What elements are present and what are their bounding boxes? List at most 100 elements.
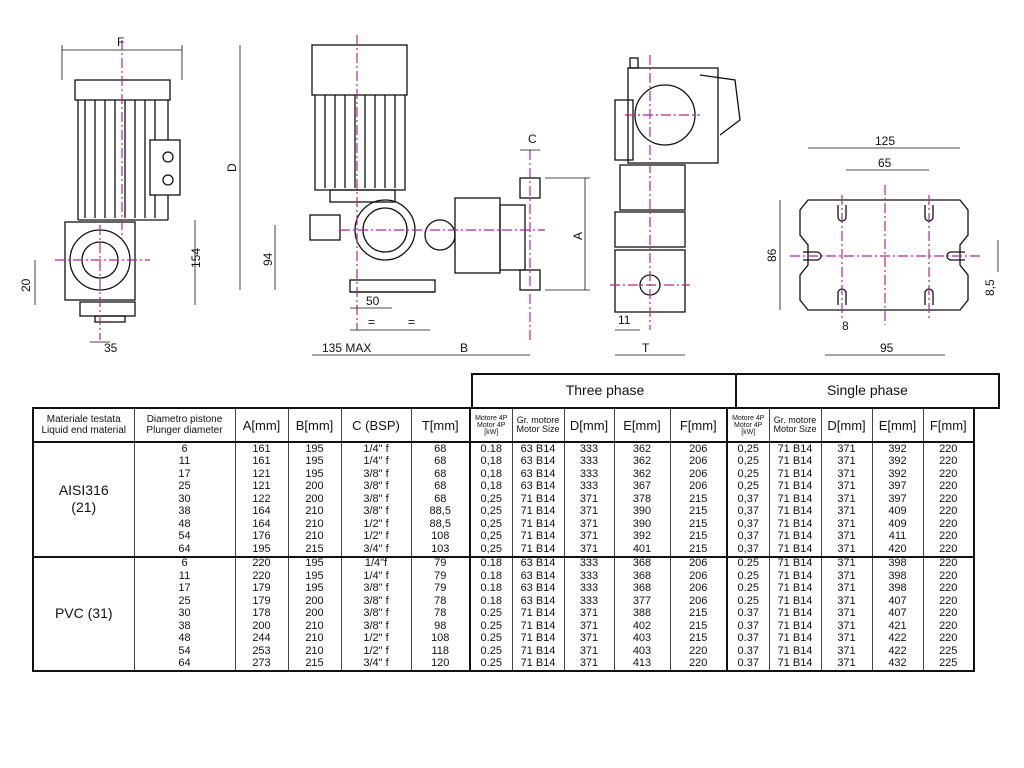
cell-e-mm-3ph: 367: [613, 480, 671, 493]
cell-e-mm-3ph: 368: [613, 582, 671, 595]
cell-a-mm: 121: [234, 468, 289, 481]
cell-motor-size-3ph: 71 B14: [511, 632, 565, 645]
cell-c-bsp: 3/8" f: [340, 468, 412, 481]
cell-f-mm-3ph: 206: [669, 582, 728, 595]
cell-b-mm: 210: [287, 645, 342, 658]
cell-f-mm-1ph: 220: [922, 518, 975, 531]
cell-d-mm-1ph: 371: [820, 570, 873, 583]
cell-motor-kw-3ph: 0.18: [469, 441, 513, 456]
cell-motor-size-1ph: 71 B14: [768, 645, 822, 658]
cell-a-mm: 161: [234, 441, 289, 456]
cell-motor-size-3ph: 71 B14: [511, 530, 565, 543]
cell-motor-size-3ph: 71 B14: [511, 493, 565, 506]
cell-f-mm-1ph: 220: [922, 455, 975, 468]
cell-d-mm-1ph: 371: [820, 480, 873, 493]
cell-e-mm-1ph: 392: [871, 468, 924, 481]
material-cell: AISI316(21): [32, 441, 135, 557]
cell-d-mm-1ph: 371: [820, 620, 873, 633]
cell-d-mm-3ph: 371: [563, 543, 615, 557]
cell-d-mm-3ph: 333: [563, 570, 615, 583]
cell-a-mm: 178: [234, 607, 289, 620]
cell-d-mm-3ph: 371: [563, 493, 615, 506]
cell-motor-size-3ph: 63 B14: [511, 455, 565, 468]
cell-diameter: 11: [133, 455, 236, 468]
cell-diameter: 30: [133, 607, 236, 620]
cell-d-mm-3ph: 371: [563, 505, 615, 518]
cell-motor-size-3ph: 63 B14: [511, 595, 565, 608]
cell-b-mm: 215: [287, 657, 342, 671]
cell-motor-kw-3ph: 0,25: [469, 493, 513, 506]
motor-size-header-1ph: Gr. motore Motor Size: [768, 407, 822, 443]
dim-eq-1: =: [368, 315, 375, 329]
motor-kw-header-3ph: Motore 4P Motor 4P [kW]: [469, 407, 513, 443]
cell-e-mm-1ph: 411: [871, 530, 924, 543]
cell-c-bsp: 1/4" f: [340, 455, 412, 468]
cell-d-mm-3ph: 333: [563, 480, 615, 493]
cell-t-mm: 68: [410, 493, 471, 506]
cell-motor-size-1ph: 71 B14: [768, 570, 822, 583]
cell-t-mm: 68: [410, 455, 471, 468]
cell-f-mm-3ph: 206: [669, 455, 728, 468]
cell-f-mm-1ph: 220: [922, 582, 975, 595]
dim-94: 94: [261, 252, 275, 266]
cell-e-mm-3ph: 362: [613, 441, 671, 456]
cell-a-mm: 179: [234, 582, 289, 595]
cell-e-mm-1ph: 398: [871, 570, 924, 583]
cell-b-mm: 195: [287, 570, 342, 583]
cell-e-mm-1ph: 432: [871, 657, 924, 671]
cell-t-mm: 79: [410, 582, 471, 595]
cell-motor-kw-1ph: 0,25: [726, 455, 770, 468]
cell-b-mm: 200: [287, 480, 342, 493]
dim-8: 8: [842, 319, 849, 333]
cell-e-mm-1ph: 422: [871, 645, 924, 658]
cell-d-mm-1ph: 371: [820, 555, 873, 570]
cell-motor-kw-3ph: 0.18: [469, 555, 513, 570]
cell-motor-size-3ph: 63 B14: [511, 570, 565, 583]
cell-t-mm: 120: [410, 657, 471, 671]
cell-c-bsp: 3/8" f: [340, 595, 412, 608]
cell-c-bsp: 1/4" f: [340, 441, 412, 456]
cell-motor-size-1ph: 71 B14: [768, 455, 822, 468]
cell-motor-size-3ph: 71 B14: [511, 505, 565, 518]
cell-d-mm-1ph: 371: [820, 505, 873, 518]
cell-motor-kw-3ph: 0.25: [469, 632, 513, 645]
cell-motor-kw-1ph: 0.37: [726, 645, 770, 658]
cell-motor-size-3ph: 63 B14: [511, 582, 565, 595]
cell-e-mm-1ph: 392: [871, 441, 924, 456]
cell-motor-kw-3ph: 0,18: [469, 455, 513, 468]
cell-f-mm-3ph: 215: [669, 543, 728, 557]
cell-t-mm: 108: [410, 632, 471, 645]
motor-size-header-3ph: Gr. motore Motor Size: [511, 407, 565, 443]
cell-motor-kw-1ph: 0,25: [726, 468, 770, 481]
cell-c-bsp: 3/8" f: [340, 505, 412, 518]
cell-c-bsp: 1/2" f: [340, 645, 412, 658]
f-header-3ph: F[mm]: [669, 407, 728, 443]
diameter-header: Diametro pistone Plunger diameter: [133, 407, 236, 443]
spec-table: Materiale testata Liquid end material Di…: [32, 407, 975, 672]
cell-motor-size-3ph: 71 B14: [511, 645, 565, 658]
cell-f-mm-3ph: 206: [669, 570, 728, 583]
cell-b-mm: 210: [287, 620, 342, 633]
cell-motor-kw-1ph: 0,37: [726, 518, 770, 531]
cell-d-mm-3ph: 333: [563, 555, 615, 570]
cell-c-bsp: 3/8" f: [340, 493, 412, 506]
material-header: Materiale testata Liquid end material: [32, 407, 135, 443]
cell-t-mm: 68: [410, 441, 471, 456]
cell-a-mm: 220: [234, 570, 289, 583]
cell-f-mm-3ph: 206: [669, 555, 728, 570]
cell-b-mm: 210: [287, 518, 342, 531]
cell-f-mm-1ph: 220: [922, 607, 975, 620]
cell-diameter: 17: [133, 582, 236, 595]
cell-t-mm: 68: [410, 480, 471, 493]
cell-diameter: 25: [133, 595, 236, 608]
cell-f-mm-3ph: 220: [669, 657, 728, 671]
cell-e-mm-3ph: 378: [613, 493, 671, 506]
cell-f-mm-1ph: 225: [922, 657, 975, 671]
cell-diameter: 48: [133, 518, 236, 531]
